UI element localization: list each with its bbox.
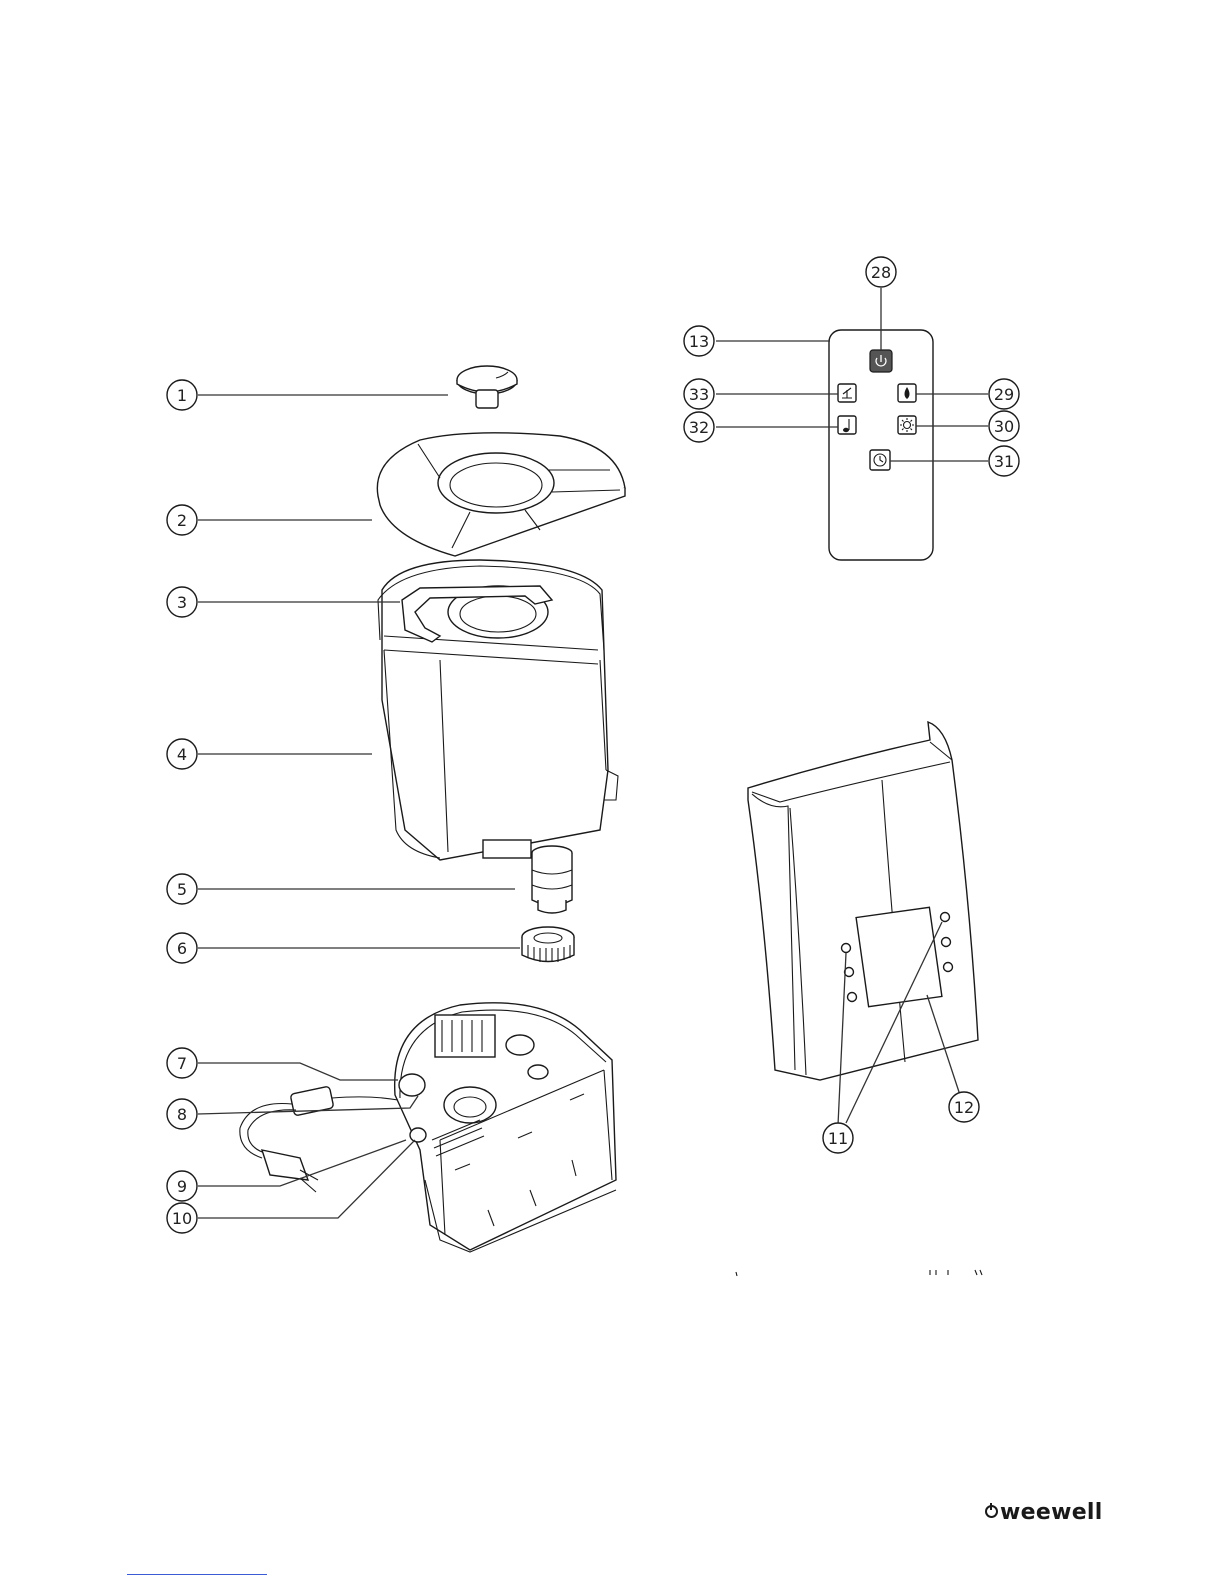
svg-text:29: 29 xyxy=(994,385,1014,404)
svg-text:12: 12 xyxy=(954,1098,974,1117)
callout-32: 32 xyxy=(684,412,714,442)
brand-logo: weewell xyxy=(985,1500,1103,1525)
power-icon xyxy=(985,1505,998,1518)
svg-text:2: 2 xyxy=(177,511,187,530)
callout-6: 6 xyxy=(167,933,197,963)
part-lid xyxy=(377,433,625,556)
svg-text:33: 33 xyxy=(689,385,709,404)
callout-11: 11 xyxy=(823,1123,853,1153)
svg-text:32: 32 xyxy=(689,418,709,437)
callout-10: 10 xyxy=(167,1203,197,1233)
svg-text:9: 9 xyxy=(177,1177,187,1196)
callout-5: 5 xyxy=(167,874,197,904)
callout-30: 30 xyxy=(989,411,1019,441)
svg-text:1: 1 xyxy=(177,386,187,405)
svg-text:7: 7 xyxy=(177,1054,187,1073)
callout-9: 9 xyxy=(167,1171,197,1201)
callout-28: 28 xyxy=(866,257,896,287)
svg-text:31: 31 xyxy=(994,452,1014,471)
svg-text:10: 10 xyxy=(172,1209,192,1228)
part-power-cord xyxy=(240,1086,398,1192)
remote-control xyxy=(829,330,933,560)
part-ring-nut xyxy=(522,927,574,962)
callout-3: 3 xyxy=(167,587,197,617)
callout-31: 31 xyxy=(989,446,1019,476)
svg-text:5: 5 xyxy=(177,880,187,899)
callout-29: 29 xyxy=(989,379,1019,409)
svg-text:8: 8 xyxy=(177,1105,187,1124)
callout-7: 7 xyxy=(167,1048,197,1078)
part-filter xyxy=(532,846,572,913)
svg-text:4: 4 xyxy=(177,745,187,764)
svg-text:6: 6 xyxy=(177,939,187,958)
svg-text:13: 13 xyxy=(689,332,709,351)
part-water-tank xyxy=(378,560,618,860)
part-cap xyxy=(457,366,517,408)
svg-text:11: 11 xyxy=(828,1129,848,1148)
part-base xyxy=(395,1003,616,1252)
brand-name: weewell xyxy=(1000,1500,1103,1525)
callout-1: 1 xyxy=(167,380,197,410)
callout-12: 12 xyxy=(949,1092,979,1122)
callout-2: 2 xyxy=(167,505,197,535)
svg-text:30: 30 xyxy=(994,417,1014,436)
callout-33: 33 xyxy=(684,379,714,409)
callout-4: 4 xyxy=(167,739,197,769)
svg-text:28: 28 xyxy=(871,263,891,282)
callout-8: 8 xyxy=(167,1099,197,1129)
footer-link-underline xyxy=(127,1574,267,1575)
svg-text:3: 3 xyxy=(177,593,187,612)
part-front-panel xyxy=(748,722,978,1080)
callout-13: 13 xyxy=(684,326,714,356)
